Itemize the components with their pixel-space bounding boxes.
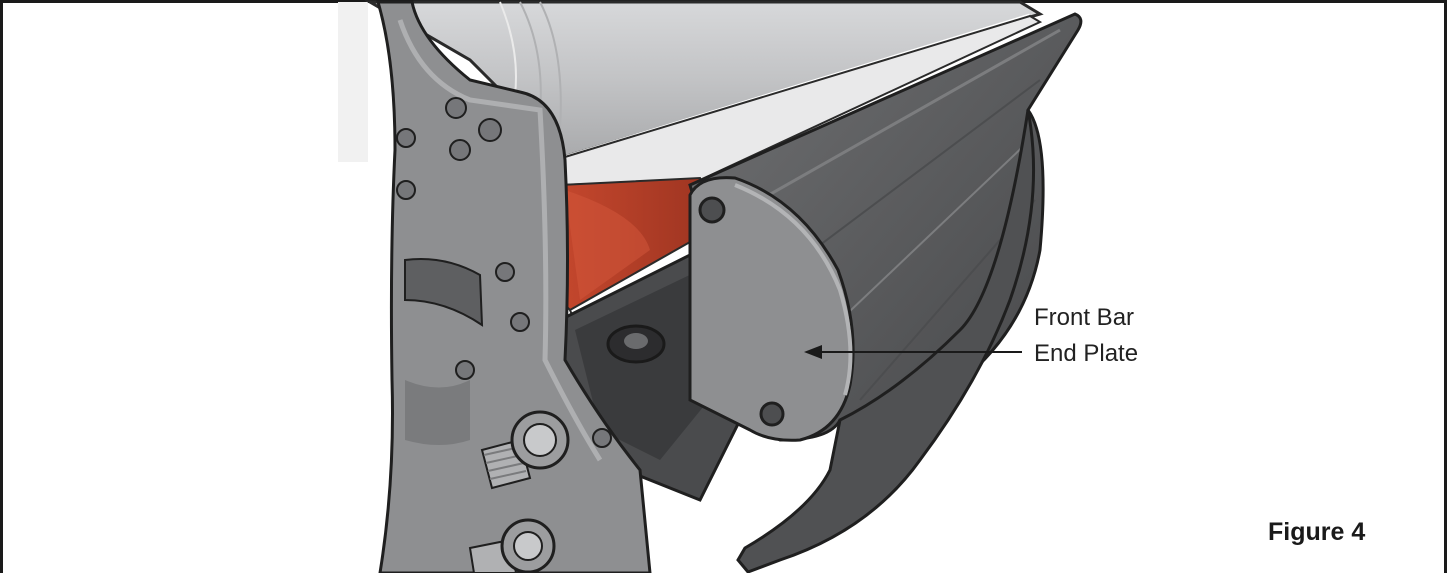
bolt-lower bbox=[468, 518, 556, 573]
end-plate-bolt-top bbox=[698, 196, 726, 224]
callout-label: Front Bar End Plate bbox=[1034, 300, 1138, 372]
callout-arrow bbox=[804, 345, 1022, 359]
bolt-upper bbox=[480, 410, 570, 490]
end-plate-shape bbox=[688, 176, 855, 442]
figure-label: Figure 4 bbox=[1268, 518, 1366, 546]
backdrop-panel bbox=[338, 2, 368, 162]
end-plate-bolt-bottom bbox=[759, 401, 785, 427]
callout-line-2: End Plate bbox=[1034, 340, 1139, 367]
callout-line-1: Front Bar bbox=[1034, 304, 1135, 331]
front-bar-blade bbox=[736, 109, 1036, 573]
side-plate bbox=[375, 0, 652, 573]
